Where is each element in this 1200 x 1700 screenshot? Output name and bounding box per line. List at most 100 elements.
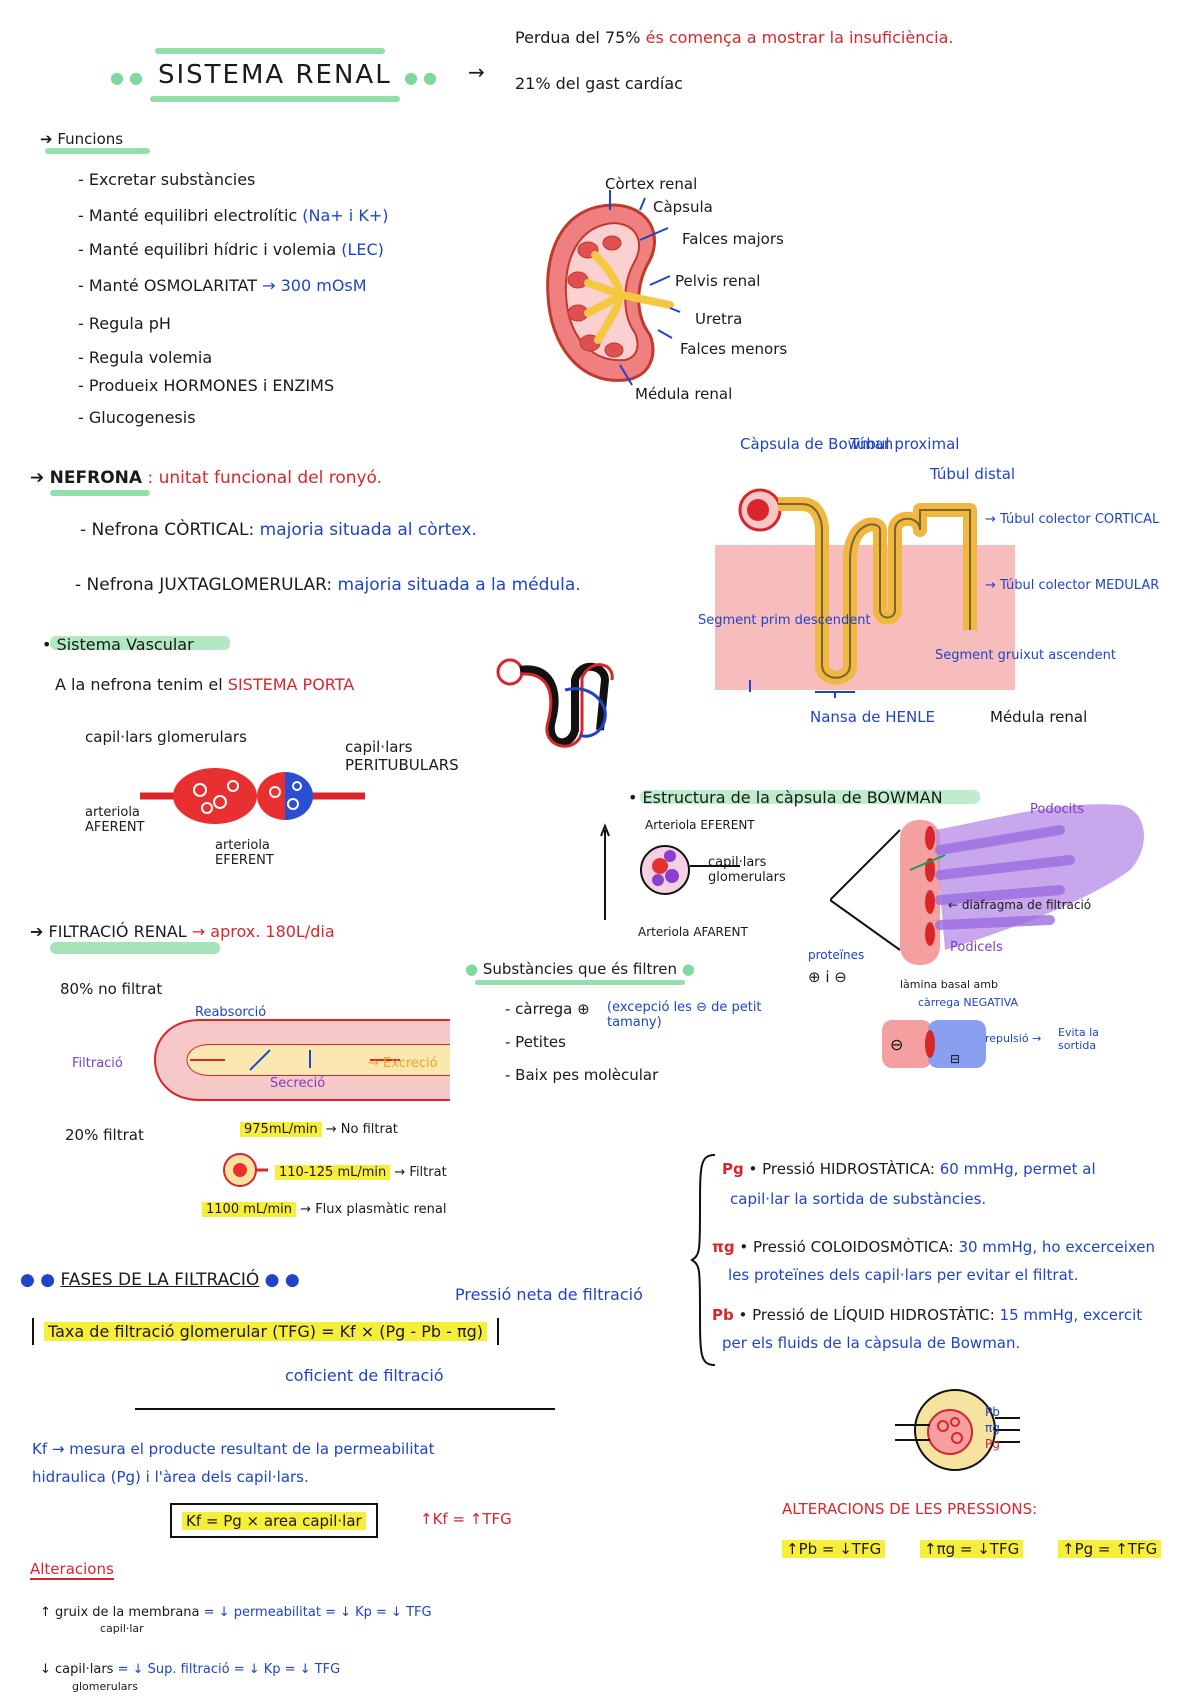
kidney-leader-lines	[609, 190, 681, 386]
funcions-heading: ➔ Funcions	[40, 130, 124, 148]
bullet-dots-icon: ● ●	[264, 1270, 300, 1290]
funcions-underline	[45, 148, 150, 154]
bullet-icon: ●	[681, 960, 695, 978]
pressure-pg: Pg • Pressió HIDROSTÀTICA: 60 mmHg, perm…	[722, 1160, 1096, 1178]
fases-coef: coficient de filtració	[285, 1366, 444, 1385]
kidney-label-capsula: Càpsula	[653, 198, 713, 216]
vascular-heading: • Sistema Vascular	[42, 635, 194, 654]
kf-note: ↑Kf = ↑TFG	[420, 1510, 512, 1528]
pressure-symbol: Pg	[722, 1160, 744, 1178]
nephron-label-segment-prim: Segment prim descendent	[698, 613, 871, 628]
nefrona-cortical-desc: majoria situada al còrtex.	[259, 520, 477, 540]
capillary-network-diagram	[140, 768, 365, 824]
rate-row: 1100 mL/min → Flux plasmàtic renal	[202, 1202, 446, 1217]
rate-label: → No filtrat	[325, 1122, 398, 1137]
bowman-capsule-icon	[600, 823, 740, 920]
alteracions-effect: = ↓ Sup. filtració = ↓ Kp = ↓ TFG	[117, 1662, 341, 1677]
bullet-dots-icon: ● ●	[20, 1270, 56, 1290]
nefrona-heading-text: NEFRONA	[49, 468, 143, 488]
pressure-value: 30 mmHg	[958, 1238, 1033, 1256]
funcions-item: - Glucogenesis	[78, 408, 196, 427]
divider-line	[135, 1408, 555, 1410]
funcions-item-text: - Manté equilibri hídric i volemia	[78, 240, 337, 259]
alt-pressions-item: ↑Pb = ↓TFG	[782, 1540, 886, 1558]
tfg-formula-box: Taxa de filtració glomerular (TFG) = Kf …	[32, 1318, 500, 1345]
bowman-label-capillars: capil·lars glomerulars	[708, 855, 786, 885]
pressure-value: 60 mmHg	[939, 1160, 1014, 1178]
nephron-label-tubul-proximal: Túbul proximal	[850, 435, 960, 453]
funcions-item: - Manté equilibri electrolític (Na+ i K+…	[78, 206, 388, 225]
nefrona-cortical-label: - Nefrona CÒRTICAL:	[80, 520, 255, 540]
funcions-item: - Manté OSMOLARITAT → 300 mOsM	[78, 276, 367, 295]
rate-row: 975mL/min → No filtrat	[240, 1122, 398, 1137]
funcions-note: (LEC)	[341, 240, 384, 259]
substancies-heading: ● Substàncies que és filtren ●	[465, 960, 695, 978]
substancies-item: - càrrega ⊕	[505, 1000, 590, 1018]
bowman-label-diafragma: ← diafragma de filtració	[948, 898, 1092, 912]
alt-pressions-item: ↑πg = ↓TFG	[920, 1540, 1024, 1558]
pressure-pb: Pb • Pressió de LÍQUID HIDROSTÀTIC: 15 m…	[712, 1306, 1142, 1324]
kf-definition-1: Kf → mesura el producte resultant de la …	[32, 1440, 435, 1458]
vascular-label-glomerulars: capil·lars glomerulars	[85, 728, 247, 746]
filtracio-label-filtracio: Filtració	[72, 1056, 123, 1071]
nefrona-juxta-label: - Nefrona JUXTAGLOMERULAR:	[75, 575, 333, 595]
bowman-label-carrega-negativa: càrrega NEGATIVA	[918, 996, 1019, 1009]
kidney-label-uretra: Uretra	[695, 310, 743, 328]
kidney-label-medula: Médula renal	[635, 385, 733, 403]
nephron-label-medula: Médula renal	[990, 708, 1088, 726]
glomerulus-label-pg: Pg	[985, 1437, 1000, 1451]
bullet-dots-icon: ● ●	[110, 68, 144, 87]
pressure-pig-line2: les proteïnes dels capil·lars per evitar…	[728, 1266, 1079, 1284]
intro-line-1: Perdua del 75% és comença a mostrar la i…	[515, 28, 953, 47]
vascular-line-porta: SISTEMA PORTA	[227, 675, 355, 694]
fases-pressio-neta: Pressió neta de filtració	[455, 1285, 643, 1304]
alteracions-row-2-sub: glomerulars	[72, 1680, 138, 1693]
svg-text:⊖: ⊖	[890, 1035, 903, 1054]
filtracio-label-secrecio: Secreció	[270, 1076, 326, 1091]
alteracions-heading: Alteracions	[30, 1560, 114, 1580]
funcions-item: - Produeix HORMONES i ENZIMS	[78, 376, 335, 395]
nephron-label-colector-medular: → Túbul colector MEDULAR	[985, 578, 1160, 593]
tfg-formula: Taxa de filtració glomerular (TFG) = Kf …	[44, 1322, 488, 1341]
filtracio-label-excrecio: → Excreció	[368, 1056, 438, 1071]
funcions-item: - Regula pH	[78, 314, 171, 333]
glomerulus-pressure-diagram	[895, 1389, 1020, 1471]
alteracions-cause: ↓ capil·lars	[40, 1662, 114, 1677]
nephron-label-colector-cortical: → Túbul colector CORTICAL	[985, 512, 1160, 527]
pressure-name: • Pressió HIDROSTÀTICA:	[748, 1160, 935, 1178]
pressure-name: • Pressió de LÍQUID HIDROSTÀTIC:	[738, 1306, 995, 1324]
porta-system-icon	[496, 658, 614, 748]
substancies-item-text: - càrrega ⊕	[505, 1000, 590, 1018]
substancies-underline	[475, 980, 685, 985]
bowman-heading: • Estructura de la càpsula de BOWMAN	[628, 788, 943, 807]
kidney-label-falces-menors: Falces menors	[680, 340, 788, 358]
arrow-right-icon: →	[468, 60, 485, 84]
filtracio-heading-text: FILTRACIÓ RENAL	[48, 922, 187, 941]
vascular-heading-text: Sistema Vascular	[56, 635, 194, 654]
bowman-label-charges: ⊕ i ⊖	[808, 968, 847, 986]
filtracio-highlight	[50, 942, 220, 954]
nefrona-underline	[50, 490, 150, 496]
pressure-name: • Pressió COLOIDOSMÒTICA:	[739, 1238, 954, 1256]
substancies-item: - Baix pes molècular	[505, 1066, 659, 1084]
bowman-label-diafragma-text: diafragma de filtració	[961, 898, 1092, 912]
pressure-desc: , excercit	[1073, 1306, 1143, 1324]
alteracions-effect: = ↓ permeabilitat = ↓ Kp = ↓ TFG	[203, 1605, 432, 1620]
vascular-highlight	[50, 636, 230, 650]
bowman-label-podocits: Podocits	[1030, 802, 1085, 817]
alteracions-row-1-sub: capil·lar	[100, 1622, 144, 1635]
rate-value: 1100 mL/min	[202, 1202, 297, 1217]
vascular-label-aferent: arteriola AFERENT	[85, 805, 145, 835]
bowman-label-evita: Evita la sortida	[1058, 1026, 1099, 1052]
bowman-label-proteines: proteïnes	[808, 948, 865, 962]
substancies-note: (excepció les ⊖ de petit tamany)	[607, 1000, 762, 1030]
rate-value: 975mL/min	[240, 1122, 322, 1137]
alteracions-row-2: ↓ capil·lars = ↓ Sup. filtració = ↓ Kp =…	[40, 1662, 340, 1677]
bowman-heading-text: Estructura de la càpsula de BOWMAN	[642, 788, 943, 807]
fases-heading-text: FASES DE LA FILTRACIÓ	[60, 1270, 260, 1290]
title-underline-bottom	[150, 96, 400, 102]
nephron-label-bowman: Càpsula de Bowman	[740, 435, 894, 453]
filtracio-label-excrecio-text: Excreció	[383, 1056, 438, 1071]
repulsion-diagram: ⊖ ⊟	[882, 1020, 986, 1068]
pressure-symbol: πg	[712, 1238, 735, 1256]
